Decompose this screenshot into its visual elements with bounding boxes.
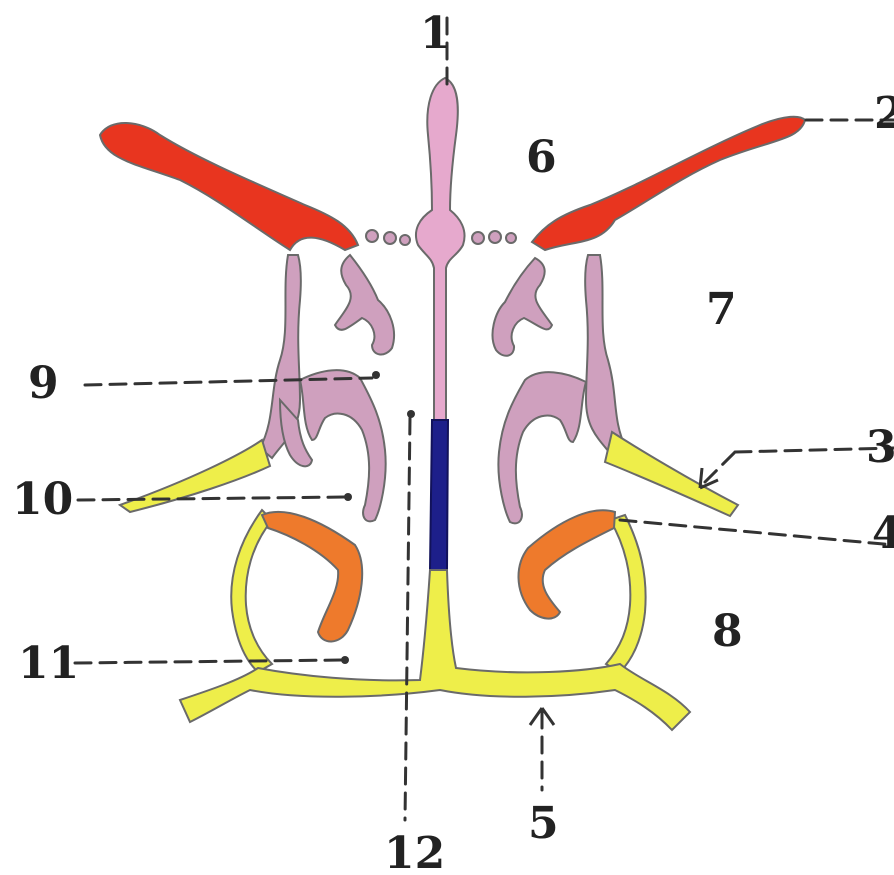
right-orbital-plate (532, 117, 805, 250)
crista-galli (416, 78, 465, 420)
ethmoid-septum (366, 78, 516, 420)
leader-12-end (407, 410, 415, 418)
leader-10 (78, 497, 345, 500)
label-4: 4 (872, 508, 894, 559)
label-3: 3 (866, 422, 894, 473)
label-6: 6 (526, 132, 557, 183)
leader-3 (705, 452, 735, 482)
left-zygomatic-process (120, 440, 270, 512)
left-maxillary-wall (231, 510, 272, 672)
cribriform-dot (472, 232, 484, 244)
label-1: 1 (420, 8, 451, 59)
right-inferior-concha (518, 510, 615, 618)
vomer (430, 420, 448, 570)
cribriform-dot (400, 235, 410, 245)
right-zygomatic-process (605, 432, 738, 516)
right-middle-concha (498, 372, 586, 523)
leader-11-end (341, 656, 349, 664)
maxilla (120, 432, 738, 730)
left-orbital-plate (100, 123, 358, 250)
label-8: 8 (712, 606, 743, 657)
cribriform-dot (384, 232, 396, 244)
label-9: 9 (28, 358, 59, 409)
left-superior-concha (335, 255, 394, 354)
right-superior-concha (493, 258, 552, 356)
label-7: 7 (706, 284, 737, 335)
cribriform-dot (489, 231, 501, 243)
right-maxillary-wall (606, 515, 646, 672)
leader-11 (75, 660, 342, 663)
right-lateral-mass (585, 255, 626, 458)
label-2: 2 (874, 88, 894, 139)
label-11: 11 (18, 638, 79, 689)
left-inferior-concha (262, 512, 362, 642)
cribriform-dot (366, 230, 378, 242)
right-ethmoid-labyrinth (493, 255, 626, 523)
label-5: 5 (528, 798, 559, 849)
leader-12 (405, 418, 410, 820)
leader-10-end (344, 493, 352, 501)
label-10: 10 (12, 474, 73, 525)
leader-4 (620, 520, 894, 545)
cribriform-dot (506, 233, 516, 243)
label-12: 12 (384, 828, 445, 875)
left-ethmoid-labyrinth (260, 255, 394, 521)
leader-9-end (372, 371, 380, 379)
